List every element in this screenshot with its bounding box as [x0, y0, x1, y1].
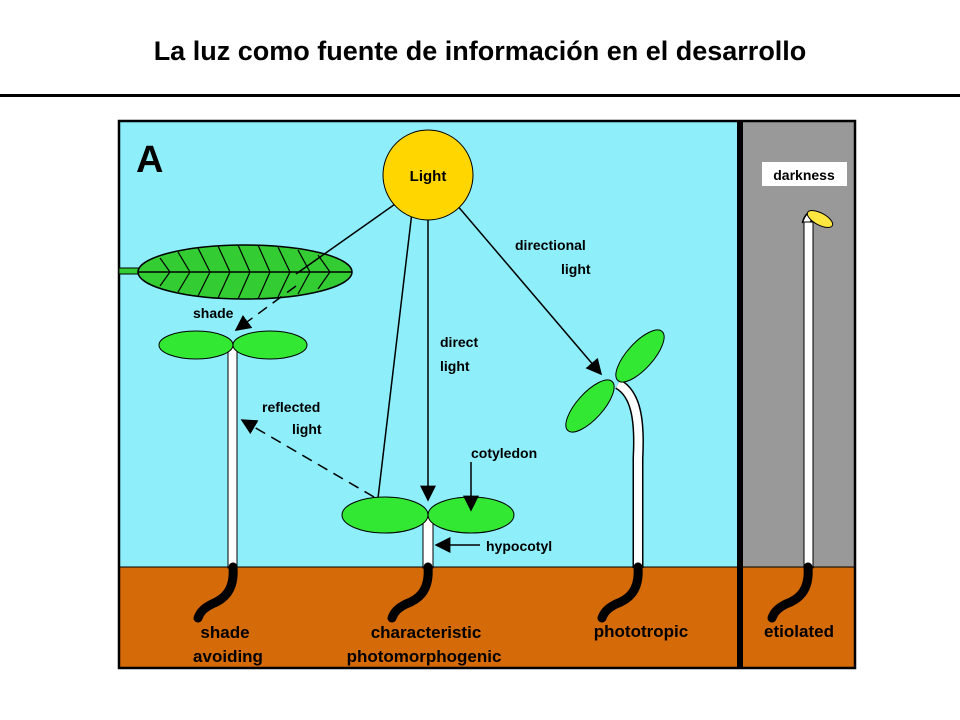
- reflected-light-label: light: [292, 421, 322, 437]
- darkness-panel: [739, 121, 855, 567]
- directional-light-label: light: [561, 261, 591, 277]
- darkness-label: darkness: [773, 167, 835, 183]
- sun: Light: [382, 129, 474, 221]
- direct-light-label: light: [440, 358, 470, 374]
- direct-label: direct: [440, 334, 478, 350]
- canopy-leaf: [118, 244, 353, 300]
- caption-shade-avoiding-2: avoiding: [193, 647, 263, 666]
- ray-to-seedling-left: [377, 211, 413, 499]
- etiolated-seedling: [767, 210, 834, 623]
- shade-ray: [234, 285, 297, 331]
- caption-etiolated: etiolated: [764, 622, 834, 641]
- photomorphogenic-seedling: [341, 496, 515, 623]
- hypocotyl-label: hypocotyl: [486, 538, 552, 554]
- caption-shade-avoiding-1: shade: [200, 623, 249, 642]
- shade-avoiding-seedling: [158, 330, 308, 623]
- ray-to-canopy: [295, 201, 399, 275]
- caption-photomorphogenic-2: photomorphogenic: [347, 647, 502, 666]
- title-divider: [0, 94, 960, 97]
- reflected-label: reflected: [262, 399, 320, 415]
- page-title: La luz como fuente de información en el …: [153, 36, 807, 66]
- shade-label: shade: [193, 305, 234, 321]
- reflected-light-ray: [240, 419, 375, 498]
- darkness-label-box: [762, 162, 847, 186]
- directional-light-ray: [455, 203, 603, 376]
- panel-border: [117, 119, 857, 670]
- panel-label: A: [136, 139, 163, 181]
- sun-label: Light: [410, 168, 447, 185]
- directional-label: directional: [515, 237, 586, 253]
- caption-phototropic: phototropic: [594, 622, 688, 641]
- phototropic-seedling: [565, 329, 665, 623]
- cotyledon-label: cotyledon: [471, 445, 537, 461]
- darkness-soil: [739, 567, 855, 668]
- caption-photomorphogenic-1: characteristic: [371, 623, 482, 642]
